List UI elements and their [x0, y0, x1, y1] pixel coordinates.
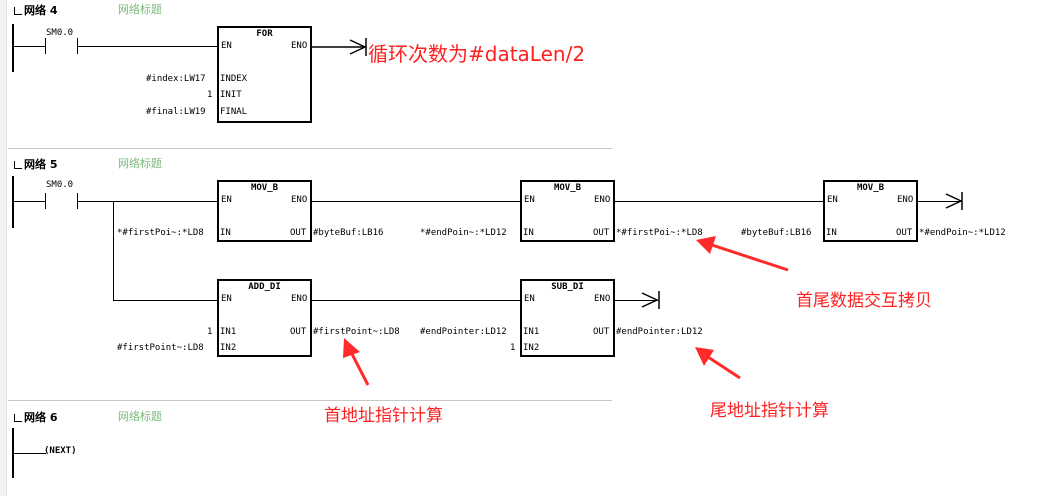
network-5-header[interactable]: 网络 5	[14, 156, 57, 172]
pin-en: EN	[827, 195, 838, 205]
pin-in: IN	[220, 228, 231, 238]
box-title: MOV_B	[553, 183, 582, 193]
param-out[interactable]: *#endPoin~:*LD12	[919, 228, 1006, 238]
add-di-box[interactable]: ADD_DI	[217, 279, 312, 357]
pin-out: OUT	[593, 327, 610, 337]
param-in[interactable]: *#endPoin~:*LD12	[420, 228, 507, 238]
box-title: MOV_B	[856, 183, 885, 193]
contact-sm0-0[interactable]	[45, 193, 78, 209]
pin-eno: ENO	[897, 195, 914, 205]
wire	[312, 201, 520, 202]
network-4-title[interactable]: 网络标题	[118, 3, 162, 16]
pin-in1: IN1	[523, 327, 540, 337]
pin-in: IN	[523, 228, 534, 238]
mov-b-box-3[interactable]: MOV_B	[823, 180, 918, 242]
pin-in2: IN2	[220, 343, 237, 353]
network-6-label: 网络 6	[24, 411, 58, 424]
network-divider	[8, 148, 612, 149]
network-5-title[interactable]: 网络标题	[118, 157, 162, 170]
mov-b-box-2[interactable]: MOV_B	[520, 180, 615, 242]
pin-eno: ENO	[594, 294, 611, 304]
pin-index: INDEX	[220, 74, 248, 84]
pin-eno: ENO	[594, 195, 611, 205]
param-init[interactable]: 1	[207, 90, 213, 100]
box-title: MOV_B	[250, 183, 279, 193]
wire	[615, 201, 823, 202]
param-in2[interactable]: 1	[510, 343, 516, 353]
network-divider	[8, 400, 612, 401]
param-index[interactable]: #index:LW17	[146, 74, 206, 84]
pin-out: OUT	[896, 228, 913, 238]
box-title: FOR	[256, 29, 273, 39]
collapse-icon[interactable]	[14, 414, 22, 422]
pin-eno: ENO	[291, 195, 308, 205]
next-coil[interactable]: (NEXT)	[44, 446, 77, 456]
pin-en: EN	[221, 294, 232, 304]
param-in[interactable]: #byteBuf:LB16	[741, 228, 812, 238]
pin-en: EN	[221, 195, 232, 205]
wire	[14, 453, 46, 454]
contact-label: SM0.0	[46, 28, 74, 38]
param-out[interactable]: #endPointer:LD12	[616, 327, 703, 337]
power-rail	[12, 428, 14, 478]
network-5-label: 网络 5	[24, 158, 58, 171]
pin-out: OUT	[290, 327, 307, 337]
editor-gutter	[0, 0, 7, 496]
pin-in: IN	[826, 228, 837, 238]
power-rail	[12, 24, 14, 72]
box-title: ADD_DI	[248, 282, 281, 292]
pin-en: EN	[524, 294, 535, 304]
wire	[78, 46, 217, 47]
wire	[113, 300, 217, 301]
pin-final: FINAL	[220, 107, 248, 117]
for-box[interactable]: FOR	[217, 26, 312, 123]
wire	[14, 201, 45, 202]
annotation-first-pointer: 首地址指针计算	[324, 406, 443, 426]
network-6-title[interactable]: 网络标题	[118, 410, 162, 423]
wire	[312, 300, 520, 301]
annotation-loop-count: 循环次数为#dataLen/2	[368, 42, 586, 66]
wire	[918, 201, 962, 202]
param-in1[interactable]: #endPointer:LD12	[420, 327, 507, 337]
contact-sm0-0[interactable]	[45, 38, 78, 54]
wire	[615, 300, 658, 301]
wire	[14, 46, 45, 47]
branch-wire	[113, 201, 114, 300]
pin-eno: ENO	[291, 294, 308, 304]
pin-eno: ENO	[291, 41, 308, 51]
pin-in1: IN1	[220, 327, 237, 337]
mov-b-box-1[interactable]: MOV_B	[217, 180, 312, 242]
param-out[interactable]: #byteBuf:LB16	[313, 228, 384, 238]
coil-label: NEXT	[49, 446, 72, 456]
contact-label: SM0.0	[46, 180, 74, 190]
param-in[interactable]: *#firstPoi~:*LD8	[117, 228, 204, 238]
wire	[78, 201, 217, 202]
collapse-icon[interactable]	[14, 7, 22, 15]
power-rail	[12, 176, 14, 228]
annotation-swap: 首尾数据交互拷贝	[796, 291, 932, 311]
param-in1[interactable]: 1	[207, 327, 213, 337]
sub-di-box[interactable]: SUB_DI	[520, 279, 615, 357]
network-6-header[interactable]: 网络 6	[14, 409, 57, 425]
pin-out: OUT	[593, 228, 610, 238]
collapse-icon[interactable]	[14, 161, 22, 169]
annotation-end-pointer: 尾地址指针计算	[710, 401, 829, 421]
param-final[interactable]: #final:LW19	[146, 107, 206, 117]
pin-init: INIT	[220, 90, 242, 100]
param-in2[interactable]: #firstPoint~:LD8	[117, 343, 204, 353]
network-4-header[interactable]: 网络 4	[14, 2, 57, 18]
pin-in2: IN2	[523, 343, 540, 353]
pin-en: EN	[524, 195, 535, 205]
box-title: SUB_DI	[551, 282, 584, 292]
param-out[interactable]: *#firstPoi~:*LD8	[616, 228, 703, 238]
pin-en: EN	[221, 41, 232, 51]
param-out[interactable]: #firstPoint~:LD8	[313, 327, 400, 337]
pin-out: OUT	[290, 228, 307, 238]
network-4-label: 网络 4	[24, 4, 58, 17]
